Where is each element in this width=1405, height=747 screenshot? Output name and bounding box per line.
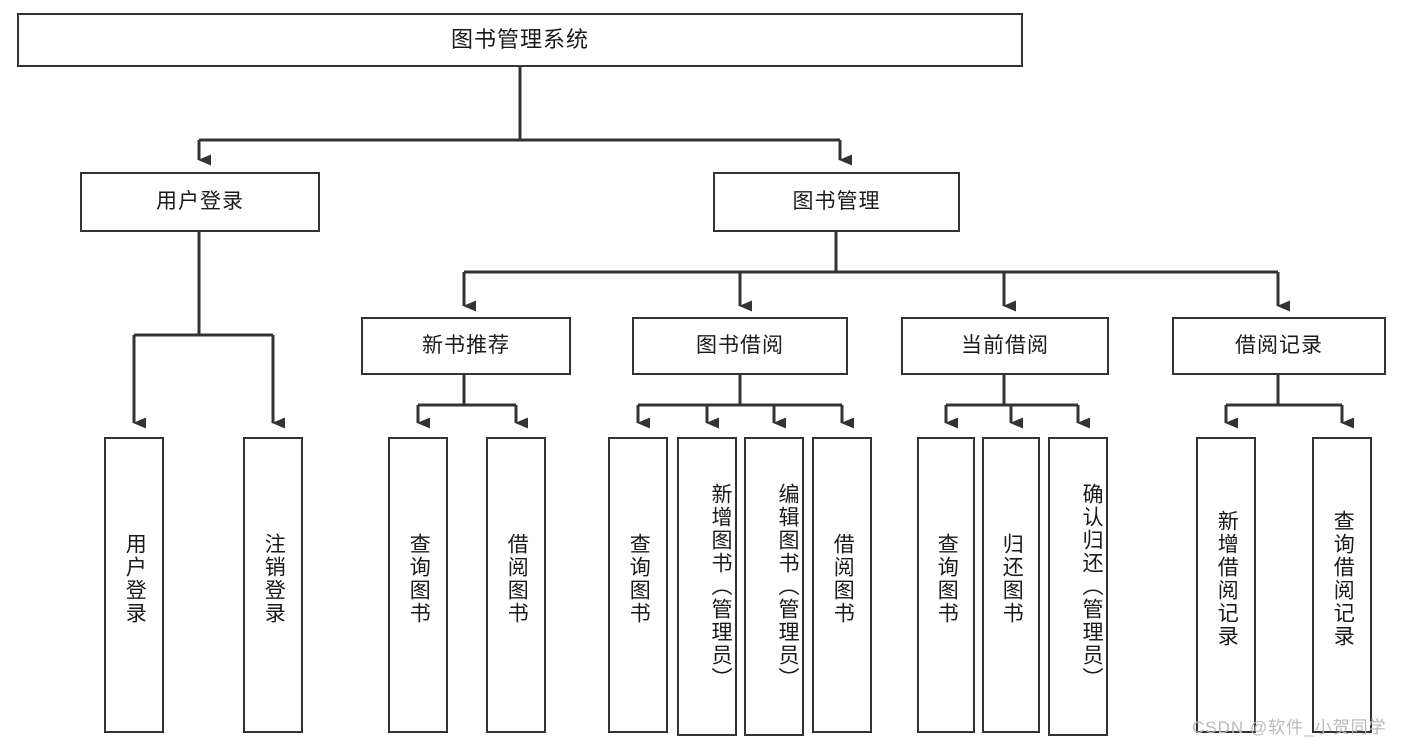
node-current-borrow[interactable]: 当前借阅 <box>901 317 1109 375</box>
node-leaf-add-book[interactable]: 新增图书（管理员） <box>677 437 737 736</box>
node-leaf-query-book-3[interactable]: 查询图书 <box>917 437 975 733</box>
node-label: 新增借阅记录 <box>1215 510 1239 648</box>
node-label: 查询图书 <box>935 533 959 625</box>
node-book-borrow[interactable]: 图书借阅 <box>632 317 848 375</box>
node-label: 查询借阅记录 <box>1331 510 1355 648</box>
node-book-manage[interactable]: 图书管理 <box>713 172 960 232</box>
node-label: 编辑图书（管理员） <box>776 483 799 690</box>
node-label: 借阅记录 <box>1235 334 1323 358</box>
node-label: 新书推荐 <box>422 334 510 358</box>
node-leaf-add-record[interactable]: 新增借阅记录 <box>1196 437 1256 733</box>
node-leaf-return-book[interactable]: 归还图书 <box>982 437 1040 733</box>
node-label: 新增图书（管理员） <box>709 483 732 690</box>
node-label: 借阅图书 <box>505 533 529 625</box>
node-label: 查询图书 <box>627 533 651 625</box>
node-label: 注销登录 <box>262 533 286 625</box>
node-user-login[interactable]: 用户登录 <box>80 172 320 232</box>
node-label: 图书借阅 <box>696 334 784 358</box>
node-label: 用户登录 <box>156 190 244 214</box>
node-new-book-recommend[interactable]: 新书推荐 <box>361 317 571 375</box>
node-leaf-user-login[interactable]: 用户登录 <box>104 437 164 733</box>
node-leaf-edit-book[interactable]: 编辑图书（管理员） <box>744 437 804 736</box>
node-label: 当前借阅 <box>961 334 1049 358</box>
node-label: 归还图书 <box>1000 533 1024 625</box>
csdn-watermark: CSDN @软件_小贺同学 <box>1192 718 1387 737</box>
node-leaf-logout[interactable]: 注销登录 <box>243 437 303 733</box>
node-label: 借阅图书 <box>831 533 855 625</box>
node-borrow-record[interactable]: 借阅记录 <box>1172 317 1386 375</box>
node-label: 图书管理系统 <box>450 26 589 52</box>
node-leaf-borrow-book-2[interactable]: 借阅图书 <box>812 437 872 733</box>
node-label: 确认归还（管理员） <box>1080 483 1103 690</box>
node-leaf-query-record[interactable]: 查询借阅记录 <box>1312 437 1372 733</box>
node-label: 用户登录 <box>123 533 147 625</box>
node-leaf-confirm-return[interactable]: 确认归还（管理员） <box>1048 437 1108 736</box>
node-leaf-query-book-2[interactable]: 查询图书 <box>608 437 668 733</box>
node-label: 图书管理 <box>792 190 881 214</box>
node-leaf-query-book-1[interactable]: 查询图书 <box>388 437 448 733</box>
node-label: 查询图书 <box>407 533 431 625</box>
node-root-system[interactable]: 图书管理系统 <box>17 13 1023 67</box>
node-leaf-borrow-book-1[interactable]: 借阅图书 <box>486 437 546 733</box>
